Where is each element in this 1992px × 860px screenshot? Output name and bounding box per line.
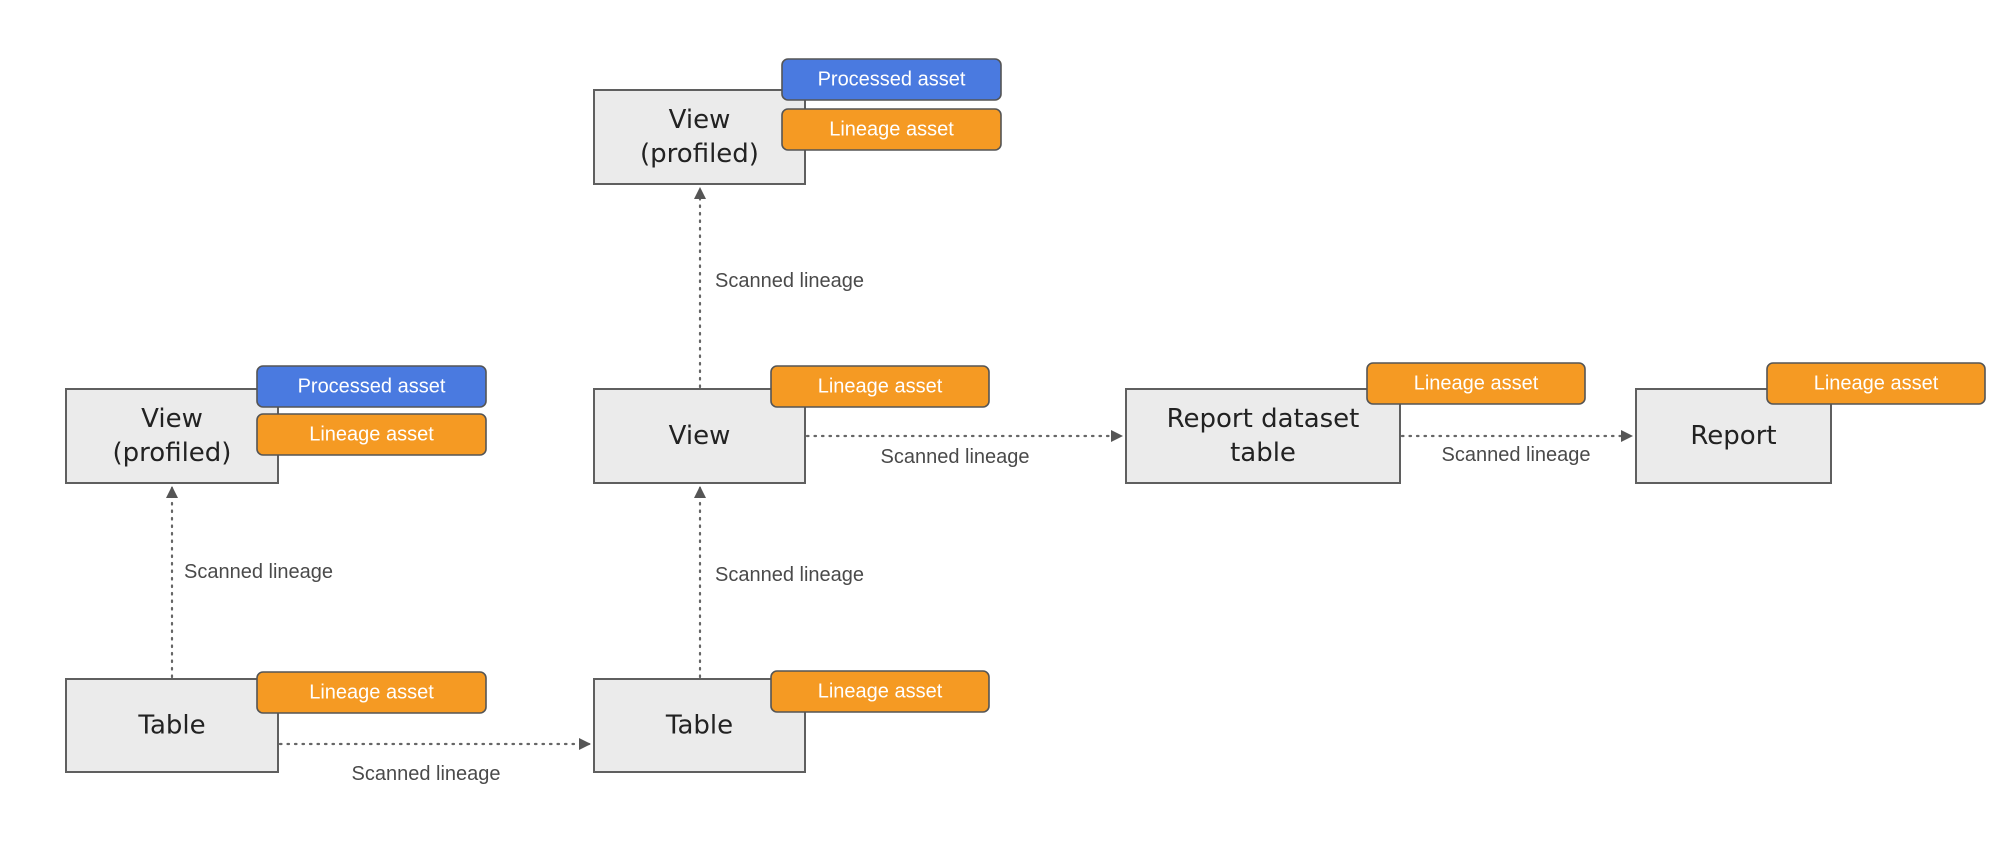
lineage-asset-badge: Lineage asset (1766, 362, 1986, 405)
lineage-asset-badge: Lineage asset (256, 671, 487, 714)
badge-label: Lineage asset (309, 424, 434, 446)
edge-label: Scanned lineage (715, 270, 864, 292)
badge-background (1766, 362, 1986, 405)
node-label: Report dataset (1167, 404, 1360, 434)
badge-label: Lineage asset (1814, 373, 1939, 395)
node-label: View (669, 421, 731, 451)
processed-asset-badge: Processed asset (781, 58, 1002, 101)
node-box (65, 678, 279, 773)
node-view-center: View Lineage asset (593, 365, 990, 484)
lineage-asset-badge: Lineage asset (1366, 362, 1586, 405)
node-label: table (1230, 438, 1296, 468)
edge-label: Scanned lineage (880, 446, 1029, 468)
badge-background (781, 58, 1002, 101)
badge-background (770, 670, 990, 713)
node-label: Report (1690, 421, 1776, 451)
node-label: Table (137, 711, 205, 741)
edge-view-center-to-view-profiled-top: Scanned lineage (694, 186, 864, 389)
badge-background (256, 365, 487, 408)
node-label: View (669, 105, 731, 135)
badge-background (781, 108, 1002, 151)
lineage-asset-badge: Lineage asset (781, 108, 1002, 151)
edge-label: Scanned lineage (1441, 444, 1590, 466)
edge-label: Scanned lineage (351, 763, 500, 785)
badge-background (256, 671, 487, 714)
node-label: View (141, 404, 203, 434)
edge-table-center-to-view-center: Scanned lineage (694, 485, 864, 679)
edge-report-dataset-table-to-report: Scanned lineage (1400, 430, 1634, 466)
node-label: Table (665, 711, 733, 741)
processed-asset-badge: Processed asset (256, 365, 487, 408)
node-report: Report Lineage asset (1635, 362, 1986, 484)
badge-label: Lineage asset (309, 682, 434, 704)
node-box (593, 388, 806, 484)
node-label: (profiled) (640, 139, 759, 169)
edge-table-left-to-table-center: Scanned lineage (278, 738, 592, 785)
edge-table-left-to-view-profiled-left: Scanned lineage (166, 485, 333, 679)
badge-background (770, 365, 990, 408)
badge-label: Lineage asset (829, 119, 954, 141)
node-box (1125, 388, 1401, 484)
node-box (593, 89, 806, 185)
node-table-center: Table Lineage asset (593, 670, 990, 773)
node-label: (profiled) (113, 438, 232, 468)
node-box (593, 678, 806, 773)
edge-view-center-to-report-dataset-table: Scanned lineage (805, 430, 1124, 468)
lineage-asset-badge: Lineage asset (256, 413, 487, 456)
node-report-dataset-table: Report dataset table Lineage asset (1125, 362, 1586, 484)
lineage-asset-badge: Lineage asset (770, 670, 990, 713)
badge-label: Lineage asset (1414, 373, 1539, 395)
badge-label: Lineage asset (818, 376, 943, 398)
lineage-asset-badge: Lineage asset (770, 365, 990, 408)
badge-label: Processed asset (298, 376, 446, 398)
badge-background (1366, 362, 1586, 405)
badge-label: Processed asset (818, 69, 966, 91)
edge-label: Scanned lineage (715, 564, 864, 586)
node-table-left: Table Lineage asset (65, 671, 487, 773)
badge-label: Lineage asset (818, 681, 943, 703)
edge-label: Scanned lineage (184, 561, 333, 583)
badge-background (256, 413, 487, 456)
